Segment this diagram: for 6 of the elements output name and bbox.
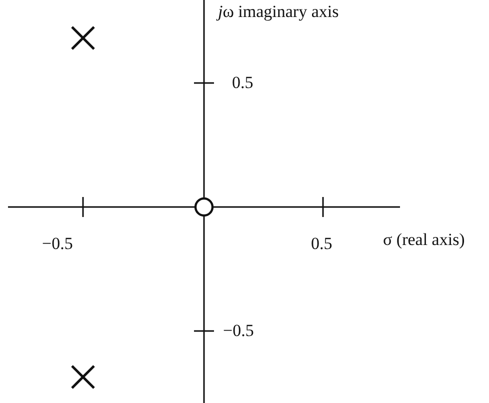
tick-label: −0.5 xyxy=(223,321,254,341)
tick-label: 0.5 xyxy=(232,73,254,93)
axis-title: jω imaginary axis xyxy=(218,2,339,22)
tick-label: −0.5 xyxy=(42,234,73,254)
tick-label: 0.5 xyxy=(311,234,332,254)
axis-title: σ (real axis) xyxy=(383,230,465,250)
